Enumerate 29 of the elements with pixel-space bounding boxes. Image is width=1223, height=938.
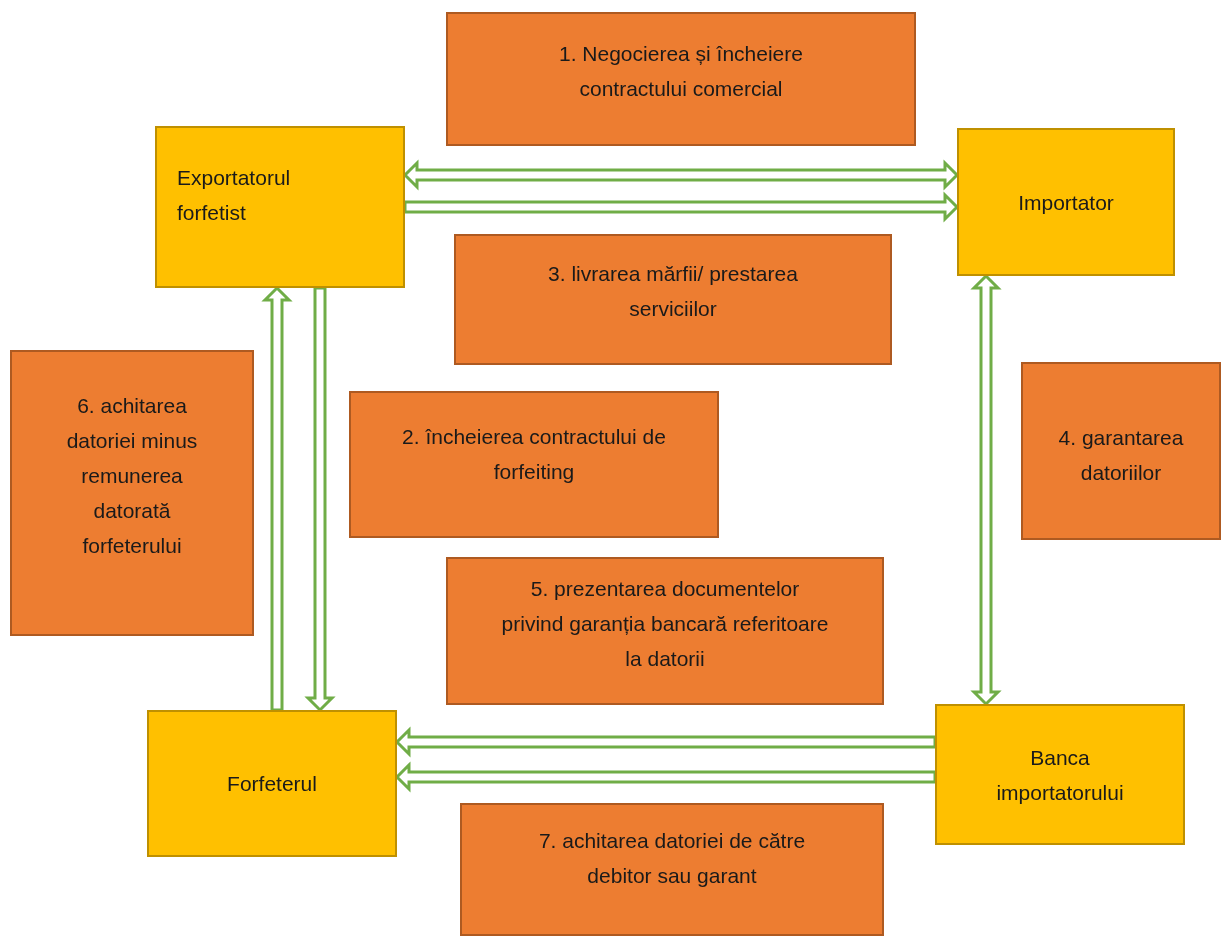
block-arrow — [402, 159, 960, 191]
box-text: 4. garantarea datoriilor — [1057, 425, 1185, 486]
box-text: 2. încheierea contractului de forfeiting — [401, 424, 667, 485]
block-arrow — [261, 285, 293, 712]
block-arrow — [394, 761, 937, 793]
box-text: Exportatorul forfetist — [177, 165, 292, 226]
step-box — [446, 557, 884, 705]
party-box — [147, 710, 397, 857]
step-box — [349, 391, 719, 538]
step-box — [454, 234, 892, 365]
block-arrow — [304, 286, 336, 713]
block-arrow — [970, 273, 1002, 707]
box-text: Forfeterul — [226, 771, 318, 797]
box-text: 1. Negocierea și încheiere contractului comercial — [558, 41, 804, 102]
step-box — [460, 803, 884, 936]
box-text: 3. livrarea mărfii/ prestarea serviciilor — [547, 261, 799, 322]
block-arrow — [394, 726, 937, 758]
step-box — [1021, 362, 1221, 540]
step-box — [10, 350, 254, 636]
party-box — [155, 126, 405, 288]
box-text: Banca importatorului — [995, 744, 1125, 806]
party-box — [935, 704, 1185, 845]
step-box — [446, 12, 916, 146]
party-box — [957, 128, 1175, 276]
box-text: 6. achitarea datoriei minus remunerea datorată forfeterului — [65, 393, 199, 559]
box-text: Importator — [1017, 189, 1115, 216]
block-arrow — [403, 191, 960, 223]
box-text: 5. prezentarea documentelor privind garanția bancară referitoare la datorii — [500, 576, 830, 672]
box-text: 7. achitarea datoriei de către debitor sau garant — [537, 828, 807, 889]
